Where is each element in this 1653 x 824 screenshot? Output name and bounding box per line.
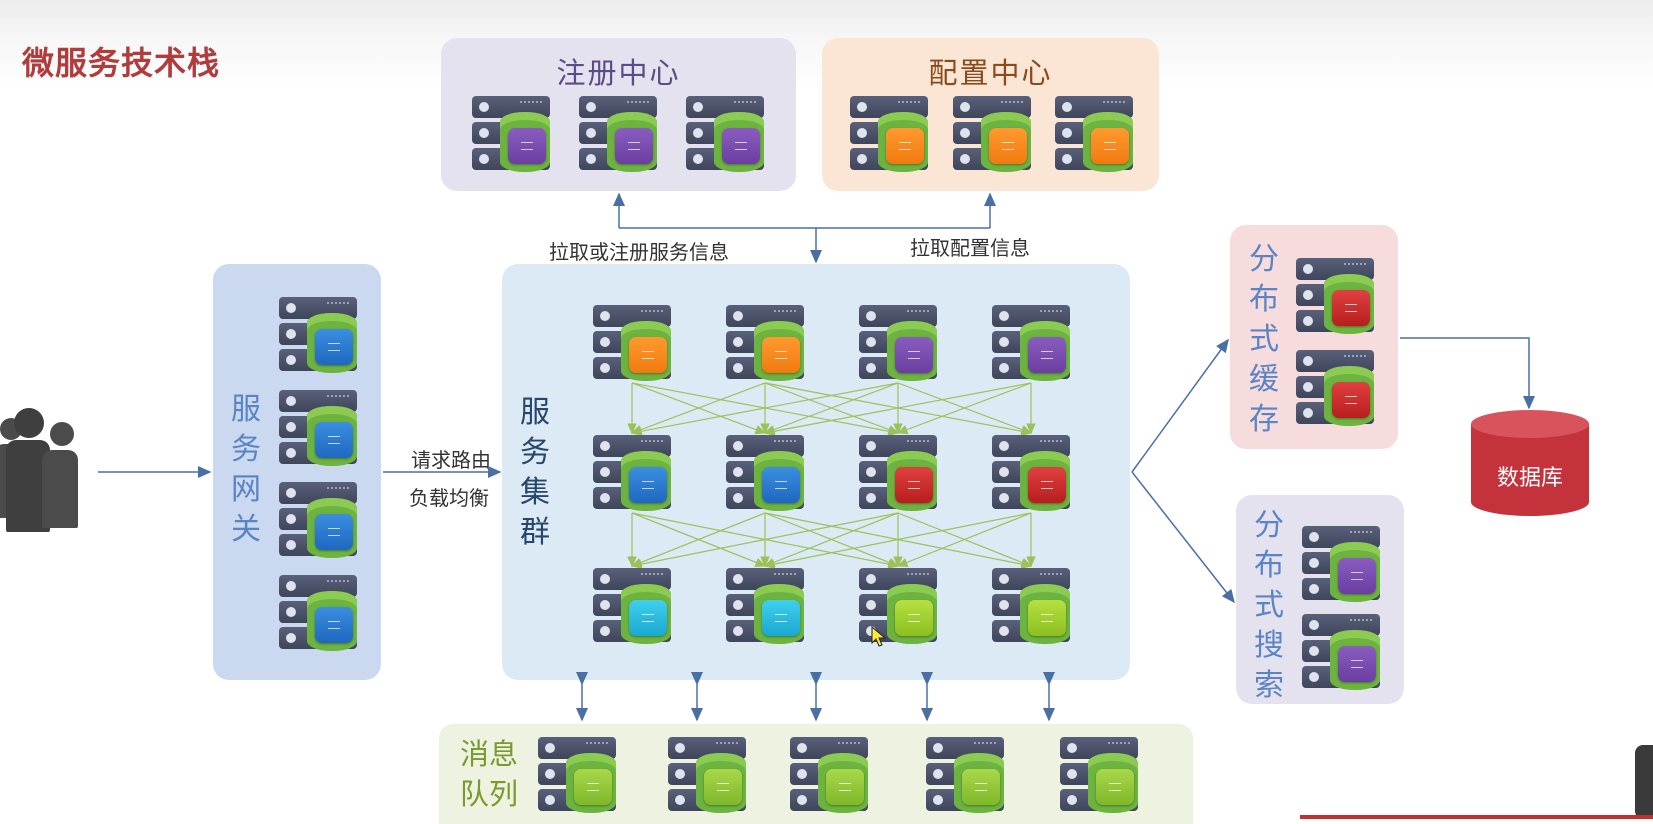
mesh-arrow <box>763 382 899 435</box>
search-title-char: 搜 <box>1254 628 1284 663</box>
gateway-title: 服 务 网 关 <box>226 390 266 550</box>
cache-title-char: 式 <box>1249 322 1279 357</box>
service-cluster-title-char: 务 <box>520 435 550 470</box>
gateway-title-char: 服 <box>231 392 261 427</box>
database-body <box>1471 424 1589 516</box>
arrow-cluster-cache <box>1131 338 1229 473</box>
mesh-arrow <box>896 512 1032 567</box>
config-server-icon <box>850 96 930 172</box>
database-label: 数据库 <box>1496 466 1563 491</box>
mq-server-icon <box>1060 737 1140 813</box>
mq-server-icon <box>538 737 618 813</box>
cache-title: 分 布 式 缓 存 <box>1244 240 1284 440</box>
arrow-cluster-search <box>1131 471 1235 604</box>
mesh-arrow <box>630 382 899 436</box>
cache-title-char: 布 <box>1249 282 1279 317</box>
service-cluster-title-char: 服 <box>520 395 550 430</box>
mesh-arrow <box>763 382 1032 436</box>
gateway-server-icon <box>279 482 359 558</box>
pull-register-label: 拉取或注册服务信息 <box>549 240 729 264</box>
mesh-arrow <box>896 382 1032 435</box>
search-server-icon <box>1302 614 1382 690</box>
cluster-mesh-arrows <box>627 382 1036 569</box>
search-server-icon <box>1302 526 1382 602</box>
search-title-char: 索 <box>1254 668 1284 703</box>
pull-config-label: 拉取配置信息 <box>910 236 1030 260</box>
cache-title-char: 缓 <box>1249 362 1279 397</box>
cache-server-icon <box>1296 350 1376 426</box>
mq-double-arrows <box>576 672 1055 722</box>
message-queue-title-line: 队列 <box>459 777 518 811</box>
gateway-title-char: 务 <box>231 432 261 467</box>
mq-server-icon <box>668 737 748 813</box>
load-balance-label: 负载均衡 <box>409 486 489 510</box>
registry-server-icon <box>686 96 766 172</box>
gateway-server-icon <box>279 575 359 651</box>
mesh-arrow <box>630 512 766 567</box>
database-top <box>1471 410 1589 438</box>
message-queue-title-line: 消息 <box>459 737 518 771</box>
service-server-icon <box>992 435 1072 511</box>
search-title-char: 式 <box>1254 588 1284 623</box>
mesh-arrow <box>763 512 899 567</box>
service-cluster-title-char: 集 <box>520 475 550 510</box>
mq-server-icon <box>790 737 870 813</box>
service-cluster-title: 服 务 集 群 <box>515 393 555 553</box>
window-edge <box>1635 745 1653 819</box>
service-cluster-title-char: 群 <box>520 515 550 550</box>
service-server-icon <box>726 568 806 644</box>
mesh-arrow <box>630 512 899 569</box>
mesh-arrow <box>630 382 766 435</box>
search-title-char: 布 <box>1254 548 1284 583</box>
service-server-icon <box>859 435 939 511</box>
registry-title: 注册中心 <box>556 56 681 90</box>
bottom-edge-line <box>1300 815 1653 819</box>
service-server-icon <box>859 568 939 644</box>
service-server-icon <box>593 305 673 381</box>
database-icon: 数据库 <box>1471 410 1589 528</box>
service-server-icon <box>992 568 1072 644</box>
arrow-cache-db <box>1400 337 1535 410</box>
route-label: 请求路由 <box>411 448 491 472</box>
mesh-arrow <box>763 512 1032 569</box>
service-server-icon <box>593 435 673 511</box>
registry-server-icon <box>472 96 552 172</box>
service-server-icon <box>726 305 806 381</box>
page-title: 微服务技术栈 <box>22 44 221 82</box>
config-title: 配置中心 <box>928 56 1053 90</box>
search-title-char: 分 <box>1254 508 1284 543</box>
service-server-icon <box>593 568 673 644</box>
registry-server-icon <box>579 96 659 172</box>
service-server-icon <box>992 305 1072 381</box>
mouse-cursor-icon <box>871 626 887 647</box>
cache-title-char: 分 <box>1249 242 1279 277</box>
message-queue-title: 消息 队列 <box>453 734 525 814</box>
cache-title-char: 存 <box>1249 402 1279 437</box>
cache-server-icon <box>1296 258 1376 334</box>
search-title: 分 布 式 搜 索 <box>1249 506 1289 706</box>
config-server-icon <box>953 96 1033 172</box>
service-server-icon <box>726 435 806 511</box>
gateway-title-char: 关 <box>231 512 261 547</box>
service-server-icon <box>859 305 939 381</box>
config-server-icon <box>1055 96 1135 172</box>
gateway-title-char: 网 <box>231 472 261 507</box>
gateway-server-icon <box>279 297 359 373</box>
mq-server-icon <box>926 737 1006 813</box>
gateway-server-icon <box>279 390 359 466</box>
